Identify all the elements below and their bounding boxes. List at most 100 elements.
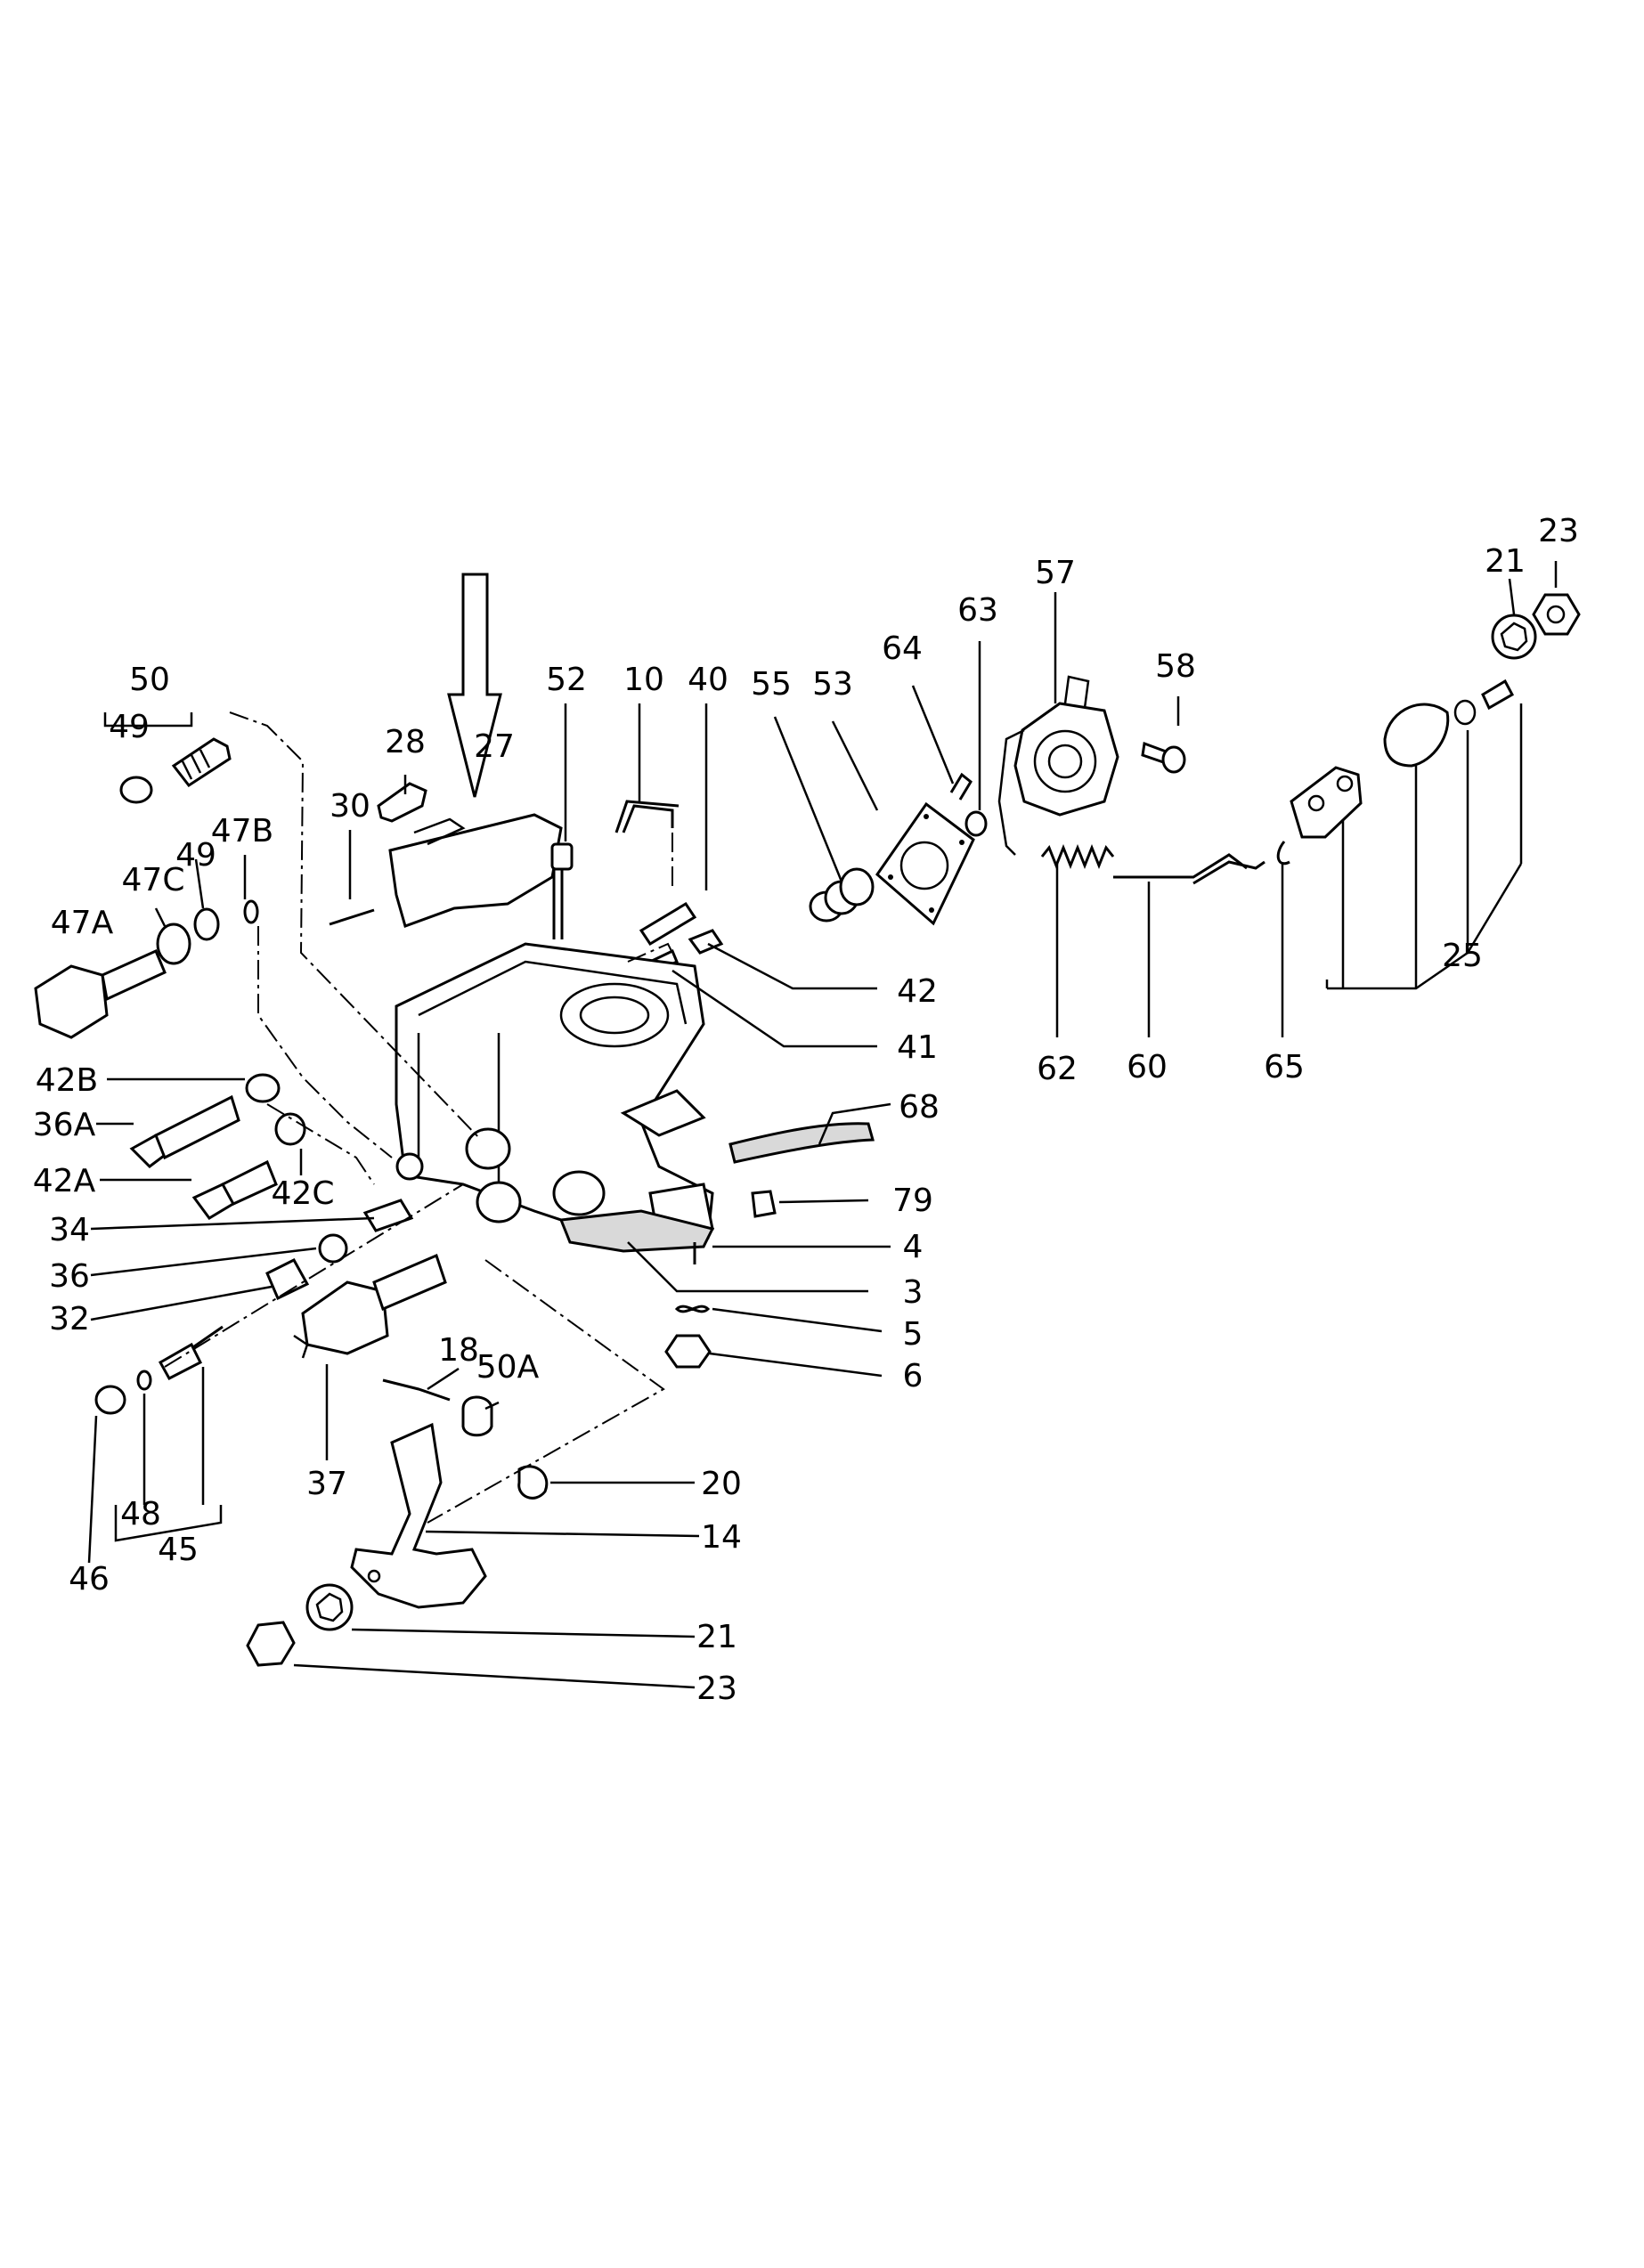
label-36: 36 bbox=[49, 1258, 90, 1295]
bushing-50A bbox=[461, 1395, 493, 1437]
label-34: 34 bbox=[49, 1212, 90, 1248]
nut-6 bbox=[664, 1334, 712, 1369]
nut-23-top bbox=[1532, 593, 1581, 636]
seal-47C bbox=[156, 923, 191, 965]
pin-30 bbox=[329, 908, 375, 926]
label-18: 18 bbox=[438, 1332, 479, 1369]
clip-64 bbox=[949, 772, 973, 801]
assembly-line-50 bbox=[229, 711, 482, 1141]
plug-42A bbox=[191, 1159, 278, 1220]
cutoff-valve-37 bbox=[293, 1253, 447, 1359]
ring-20 bbox=[517, 1465, 549, 1500]
label-14: 14 bbox=[701, 1519, 742, 1556]
float-27 bbox=[388, 813, 563, 928]
washer-36 bbox=[318, 1233, 348, 1264]
clip-65 bbox=[1276, 841, 1290, 866]
diaphragm-53 bbox=[875, 801, 975, 926]
o-ring-49-top bbox=[119, 776, 153, 804]
label-6: 6 bbox=[903, 1358, 924, 1394]
label-64: 64 bbox=[882, 630, 923, 667]
label-47C: 47C bbox=[122, 862, 185, 898]
emulsion-tube-52 bbox=[550, 842, 574, 939]
label-55: 55 bbox=[751, 666, 792, 703]
rod-60 bbox=[1113, 853, 1266, 885]
label-63: 63 bbox=[957, 592, 998, 629]
leader-lines bbox=[87, 561, 1558, 1689]
highlight-arrow bbox=[447, 573, 502, 798]
label-5: 5 bbox=[903, 1316, 924, 1353]
screw-34 bbox=[362, 1199, 414, 1232]
label-47A: 47A bbox=[51, 905, 114, 941]
needle-valve-group-45 bbox=[158, 1325, 224, 1380]
part-labels: 23 21 57 63 64 58 55 53 52 10 40 50 49 2… bbox=[33, 513, 1579, 1707]
lock-washer-21-bottom bbox=[305, 1583, 354, 1631]
label-27: 27 bbox=[474, 728, 515, 765]
label-57: 57 bbox=[1035, 555, 1076, 591]
label-32: 32 bbox=[49, 1301, 90, 1337]
label-49-mid: 49 bbox=[175, 837, 216, 874]
washer-63 bbox=[964, 810, 988, 837]
label-20: 20 bbox=[701, 1466, 742, 1502]
bracket-28 bbox=[377, 782, 427, 823]
label-21-bottom: 21 bbox=[696, 1619, 737, 1655]
label-37: 37 bbox=[306, 1466, 347, 1502]
label-58: 58 bbox=[1155, 648, 1196, 685]
plug-32 bbox=[265, 1258, 310, 1301]
washer-46 bbox=[94, 1385, 126, 1415]
label-4: 4 bbox=[903, 1229, 924, 1265]
label-28: 28 bbox=[385, 724, 426, 760]
label-42B: 42B bbox=[36, 1062, 99, 1099]
label-52: 52 bbox=[546, 662, 587, 698]
label-49-top: 49 bbox=[109, 709, 150, 745]
carburetor-body bbox=[395, 942, 714, 1248]
nut-23-bottom bbox=[246, 1621, 296, 1667]
label-42-right: 42 bbox=[897, 973, 938, 1010]
gasket-3 bbox=[558, 1209, 715, 1253]
jet-40 bbox=[639, 901, 697, 947]
assembly-line-14 bbox=[427, 1259, 665, 1524]
spring-55 bbox=[809, 867, 875, 923]
label-3: 3 bbox=[903, 1274, 924, 1311]
plug-79 bbox=[751, 1190, 777, 1218]
label-60: 60 bbox=[1127, 1049, 1168, 1085]
o-ring-49-mid bbox=[193, 907, 220, 941]
o-ring-5 bbox=[674, 1305, 711, 1313]
lock-washer-21-top bbox=[1491, 614, 1537, 660]
jet-36A bbox=[129, 1094, 240, 1168]
label-65: 65 bbox=[1264, 1049, 1305, 1085]
assembly-line-40 bbox=[627, 942, 678, 963]
label-47B: 47B bbox=[211, 813, 274, 849]
assembly-line-45 bbox=[164, 1183, 464, 1368]
o-ring-48 bbox=[136, 1370, 152, 1391]
choke-cover-group-25 bbox=[1290, 679, 1515, 839]
screw-58 bbox=[1141, 741, 1186, 774]
label-42A: 42A bbox=[33, 1163, 96, 1199]
assembly-line-36A bbox=[266, 1103, 375, 1185]
label-79: 79 bbox=[892, 1183, 933, 1219]
pipe-10 bbox=[614, 800, 680, 833]
label-23-top: 23 bbox=[1538, 513, 1579, 549]
choke-housing-57 bbox=[997, 675, 1119, 856]
label-21-top: 21 bbox=[1485, 543, 1526, 580]
washer-42B bbox=[245, 1073, 281, 1103]
label-40: 40 bbox=[688, 662, 728, 698]
hose-68 bbox=[728, 1122, 875, 1164]
label-23-bottom: 23 bbox=[696, 1671, 737, 1707]
assembly-line-47 bbox=[257, 926, 393, 1158]
label-30: 30 bbox=[330, 788, 370, 825]
idle-cutoff-47A bbox=[34, 948, 167, 1039]
label-25: 25 bbox=[1442, 938, 1483, 974]
screw-18 bbox=[382, 1378, 451, 1402]
label-41: 41 bbox=[897, 1029, 938, 1066]
throttle-lever-14 bbox=[350, 1422, 487, 1609]
label-50A: 50A bbox=[476, 1349, 540, 1386]
label-48: 48 bbox=[120, 1496, 161, 1532]
mixture-screw-50 bbox=[171, 737, 232, 788]
label-53: 53 bbox=[812, 666, 853, 703]
label-62: 62 bbox=[1037, 1051, 1078, 1087]
label-50: 50 bbox=[129, 662, 170, 698]
label-68: 68 bbox=[899, 1089, 940, 1126]
label-46: 46 bbox=[69, 1561, 110, 1597]
jet-42-right bbox=[688, 929, 724, 955]
